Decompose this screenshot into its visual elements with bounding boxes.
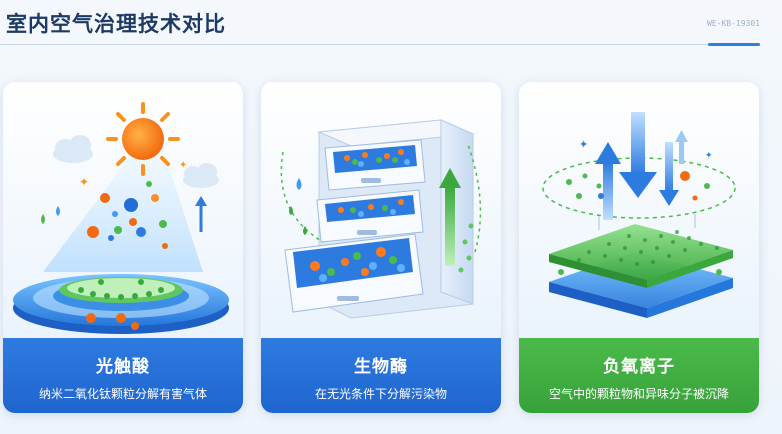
svg-text:✦: ✦ — [579, 138, 588, 151]
arrow-down-icon — [619, 112, 657, 198]
card-negative-ions: ✦ ✦ — [519, 82, 759, 413]
card-label-bio-enzyme: 生物酶 在无光条件下分解污染物 — [261, 338, 501, 413]
header-divider-accent — [708, 43, 760, 46]
photocatalyst-illustration: ✦ ✦ — [3, 82, 243, 338]
card-bio-enzyme: 生物酶 在无光条件下分解污染物 — [261, 82, 501, 413]
svg-text:✦: ✦ — [179, 160, 187, 171]
negative-ions-illustration: ✦ ✦ — [519, 82, 759, 338]
sun-icon — [106, 102, 180, 176]
card-description: 纳米二氧化钛颗粒分解有害气体 — [38, 387, 207, 401]
page-title: 室内空气治理技术对比 — [6, 12, 226, 36]
arrow-up-icon — [595, 142, 621, 220]
card-title: 光触酸 — [96, 357, 150, 377]
filter-layer-icon — [549, 224, 733, 318]
card-label-negative-ions: 负氧离子 空气中的颗粒物和异味分子被沉降 — [519, 338, 759, 413]
cloud-icon — [53, 135, 93, 163]
document-code: WE-KB-19301 — [707, 19, 760, 28]
card-title: 负氧离子 — [603, 357, 675, 377]
cloud-icon — [183, 163, 219, 188]
arrow-down-icon — [659, 142, 679, 206]
card-description: 在无光条件下分解污染物 — [314, 387, 447, 401]
header-divider — [0, 44, 760, 45]
card-description: 空气中的颗粒物和异味分子被沉降 — [548, 387, 729, 401]
arrow-up-icon — [195, 196, 207, 232]
arrow-up-icon — [675, 130, 688, 164]
card-title: 生物酶 — [354, 357, 408, 377]
card-label-photocatalyst: 光触酸 纳米二氧化钛颗粒分解有害气体 — [3, 338, 243, 413]
svg-text:✦: ✦ — [705, 151, 713, 161]
arrow-up-icon — [439, 168, 461, 266]
card-photocatalyst: ✦ ✦ 光触酸 纳米二氧化钛颗粒分解有害气体 — [3, 82, 243, 413]
svg-text:✦: ✦ — [79, 175, 89, 189]
bio-enzyme-illustration — [261, 82, 501, 338]
